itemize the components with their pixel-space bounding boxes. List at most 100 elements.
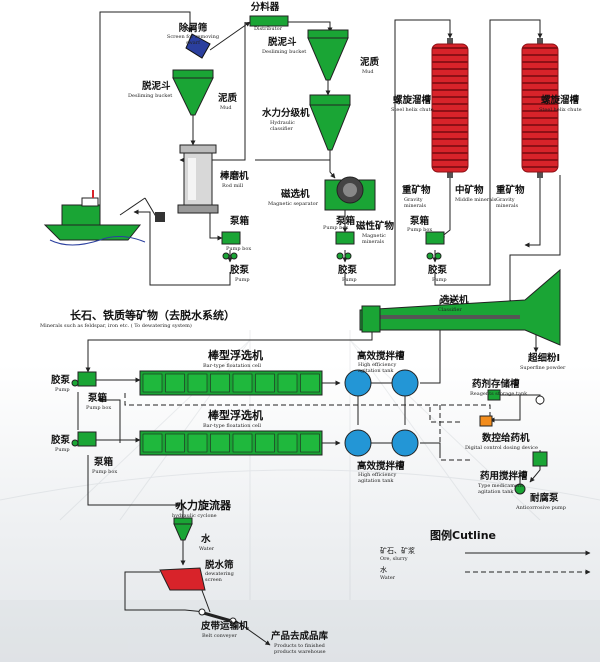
pump3-en: Pump [432,277,447,283]
anticorrosive-pump-en: Anticorrosive pump [516,505,566,511]
pumpbox3-label: 泵箱 [410,216,430,227]
magnetic-minerals-en: Magnetic minerals [362,233,386,245]
magnetic-separator-unit [324,176,376,211]
dredging-boat [43,190,165,246]
reagent-system [479,389,548,495]
pumpbox1-en: Pump box [226,246,252,252]
pump-box-left-2 [71,431,97,447]
pump-box-3 [425,231,445,260]
rod-mill-label: 棒磨机 [220,171,249,182]
legend-water-en: Water [380,575,396,581]
pump-box-2 [335,231,355,260]
spiral1-en: Steel helix chute [391,107,434,113]
cyclone-en: hydraulic cyclone [172,513,217,519]
distributor-box [249,15,289,27]
spiral-chute-1 [431,38,469,178]
deslime-top-label: 脱泥斗 [268,37,297,48]
spiral-chute-2 [521,38,559,178]
water-out-label: 水 [201,534,211,545]
superfine-en: Superfine powder [520,365,566,371]
pump-l1-label: 胶泵 [51,375,71,386]
flotation-cell [300,433,320,453]
pumpbox2-en: Pump box [323,225,349,231]
rod-mill-unit [177,144,219,214]
feldspar-en: Minerals such as feldspar, iron etc. ( T… [40,323,192,329]
flotation-cell [255,373,275,393]
pumpbox-l1-label: 泵箱 [88,393,108,404]
agitation2-en: High efficiency agitation tank [358,472,397,484]
pumpbox2-label: 泵箱 [336,216,356,227]
hydraulic-classifier-en: Hydraulic classifier [270,120,295,132]
legend-ore-en: Ore, slurry [380,556,408,562]
deslime-top-en: Desliming bucket [262,49,307,55]
screen-swarf-label: 除屑筛 [178,23,208,34]
flotation-cell [165,373,185,393]
anticorrosive-pump-label: 耐腐泵 [530,493,559,504]
pumpbox3-en: Pump box [407,227,433,233]
belt-conveyor-unit [198,608,237,625]
gravity2-en: Gravity minerals [496,197,519,209]
flotation-cell [142,433,163,453]
middle1-label: 中矿物 [455,185,484,196]
pumpbox1-label: 泵箱 [230,216,250,227]
flotation-cell-row-2 [139,430,323,456]
hydraulic-classifier-unit [309,94,351,151]
mud-left-en: Mud [220,105,232,111]
legend-ore-label: 矿石、矿浆 [380,547,415,555]
flotation-cell [277,433,298,453]
spiral1-label: 螺旋溜槽 [393,95,432,106]
dewatering-screen-label: 脱水筛 [205,560,234,571]
pump3-label: 胶泵 [428,265,448,276]
mud-left-label: 泥质 [218,93,238,104]
flotation-cell-row-1 [139,370,323,396]
classifier-en: Classifier [438,307,462,313]
pump-box-left-1 [71,371,97,387]
flotation1-en: Bar-type floatation cell [203,363,262,369]
reagent-tank-label: 药剂存储槽 [472,379,520,390]
type-agitation-en: Type medicament agitation tank [478,483,524,495]
hydraulic-classifier-label: 水力分级机 [262,108,310,119]
agitation2-label: 高效搅拌槽 [357,461,405,472]
reagent-lines [124,393,491,461]
dewatering-screen-unit [159,567,206,591]
desliming-bucket-top [307,29,349,81]
agitation-tanks-row-1 [344,369,419,397]
warehouse-en: Products to finished products warehouse [274,643,326,655]
pumpbox-l2-en: Pump box [92,469,118,475]
pump2-label: 胶泵 [338,265,358,276]
pump-box-1 [221,231,241,260]
pump1-en: Pump [235,277,250,283]
water-out-en: Water [199,546,215,552]
dewatering-screen-en: dewatering screen [205,571,234,583]
agitation1-en: High efficiency agitation tank [358,362,397,374]
classifier-label: 选送机 [440,295,469,306]
magnetic-separator-en: Magnetic separator [268,201,318,207]
pump-l2-en: Pump [55,447,70,453]
pump-l1-en: Pump [55,387,70,393]
magnetic-minerals-label: 磁性矿物 [356,221,395,232]
reagent-tank-en: Reagents storage tank [470,391,528,397]
mud-top-en: Mud [362,69,374,75]
flotation2-en: Bar-type floatation cell [203,423,262,429]
background-bridge [0,330,600,662]
flotation-cell [300,373,320,393]
agitation-tanks-row-2 [344,429,419,457]
belt-conveyor-label: 皮带运输机 [201,621,249,632]
deslime-left-label: 脱泥斗 [142,81,171,92]
deslime-left-en: Desliming bucket [128,93,173,99]
agitation1-label: 高效搅拌槽 [357,351,405,362]
gravity1-label: 重矿物 [402,185,431,196]
warehouse-label: 产品去成品库 [271,631,329,642]
pump1-label: 胶泵 [230,265,250,276]
digital-doser-label: 数控给药机 [482,433,530,444]
distributor-en: Distributor [253,26,283,32]
swarf-screen [185,33,211,59]
flotation-cell [232,373,253,393]
screen-swarf-en: Screen for removing swarf [166,34,220,46]
flotation-cell [187,433,208,453]
hydraulic-cyclone-unit [173,517,193,541]
pumpbox-l2-label: 泵箱 [94,457,114,468]
pump2-en: Pump [342,277,357,283]
pumpbox-l1-en: Pump box [86,405,112,411]
